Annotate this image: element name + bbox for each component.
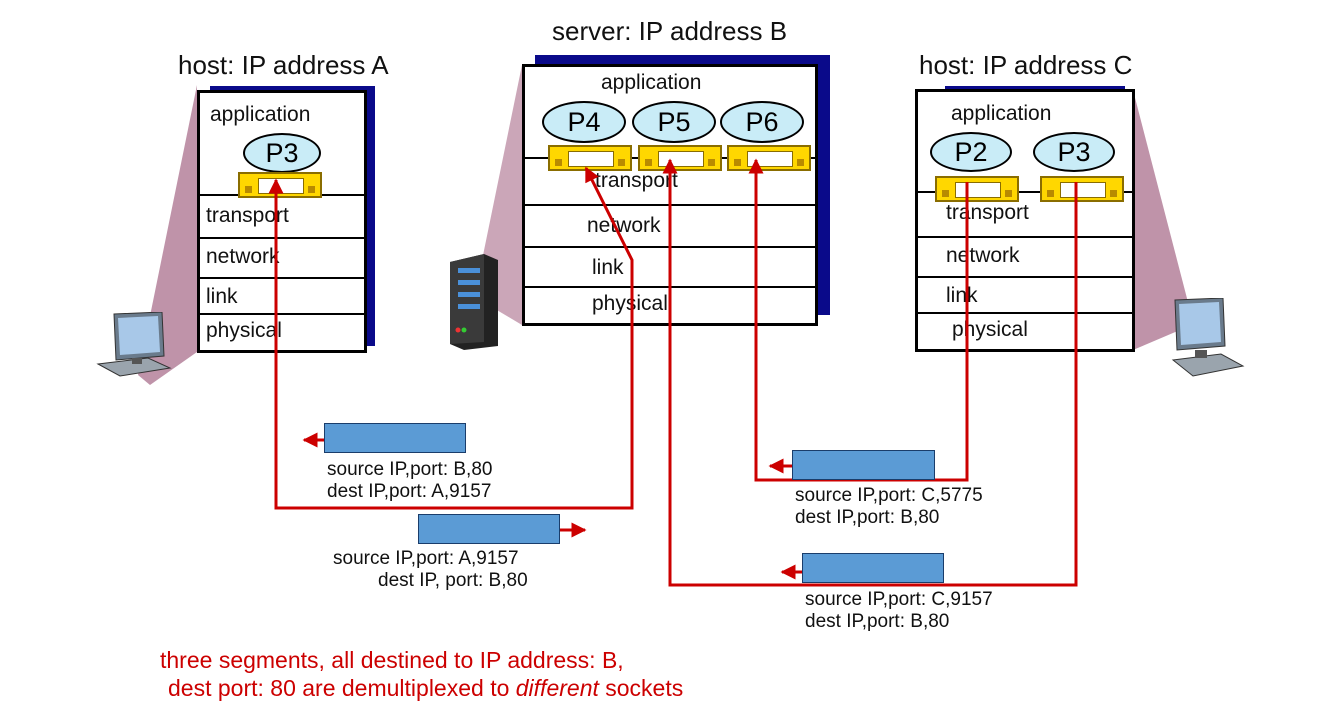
- segment-3-header: source IP,port: C,5775 dest IP,port: B,8…: [795, 485, 983, 529]
- server-b-process-p4: P4: [542, 101, 626, 143]
- host-c-layer-link: link: [918, 276, 1132, 314]
- computer-c-icon: [1171, 298, 1245, 377]
- host-a-layer-physical: physical: [200, 313, 364, 353]
- caption-line-2: dest port: 80 are demultiplexed to diffe…: [160, 674, 683, 702]
- segment-1-header: source IP,port: B,80 dest IP,port: A,915…: [327, 459, 492, 503]
- server-b-process-p5: P5: [632, 101, 716, 143]
- segment-4-header: source IP,port: C,9157 dest IP,port: B,8…: [805, 589, 993, 633]
- segment-2-header: source IP,port: A,9157 dest IP, port: B,…: [333, 548, 528, 592]
- segment-4-dest: dest IP,port: B,80: [805, 611, 950, 632]
- host-a-socket: [238, 172, 322, 198]
- server-b-layer-physical: physical: [525, 286, 815, 326]
- host-a-application-label: application: [210, 103, 311, 126]
- segment-4-box: [802, 553, 944, 583]
- server-b-socket-p5: [638, 145, 722, 171]
- host-a-stack: application P3 transport network link ph…: [197, 90, 367, 353]
- server-b-title: server: IP address B: [552, 16, 788, 46]
- caption: three segments, all destined to IP addre…: [160, 646, 683, 702]
- host-c-socket-p3: [1040, 176, 1124, 202]
- host-c-process-p2: P2: [930, 132, 1012, 172]
- host-c-layer-physical: physical: [918, 312, 1132, 352]
- segment-3-dest: dest IP,port: B,80: [795, 507, 940, 528]
- segment-2-dest: dest IP, port: B,80: [378, 570, 528, 591]
- server-b-process-p6: P6: [720, 101, 804, 143]
- server-icon: [450, 254, 498, 350]
- segment-1-box: [324, 423, 466, 453]
- caption-line-1: three segments, all destined to IP addre…: [160, 647, 624, 673]
- host-a-layer-network: network: [200, 237, 364, 279]
- server-b-socket-p6: [727, 145, 811, 171]
- segment-3-source: source IP,port: C,5775: [795, 485, 983, 506]
- computer-a-icon: [96, 312, 172, 377]
- host-c-process-p3: P3: [1033, 132, 1115, 172]
- segment-2-box: [418, 514, 560, 544]
- host-a-process-p3: P3: [243, 133, 321, 173]
- host-c-application-label: application: [951, 102, 1052, 125]
- server-b-socket-p4: [548, 145, 632, 171]
- host-a-layer-link: link: [200, 277, 364, 315]
- host-c-title: host: IP address C: [919, 50, 1133, 80]
- host-a-layer-transport: transport: [200, 194, 364, 239]
- segment-1-dest: dest IP,port: A,9157: [327, 481, 492, 502]
- host-c-layer-network: network: [918, 236, 1132, 278]
- segment-4-source: source IP,port: C,9157: [805, 589, 993, 610]
- caption-line-2-post: sockets: [598, 675, 684, 701]
- segment-3-box: [792, 450, 935, 480]
- host-a-title: host: IP address A: [178, 50, 389, 80]
- host-c-stack: application P2 P3 transport network link…: [915, 89, 1135, 352]
- segment-1-source: source IP,port: B,80: [327, 459, 493, 480]
- server-b-layer-link: link: [525, 246, 815, 288]
- server-b-application-label: application: [601, 71, 702, 94]
- host-c-socket-p2: [935, 176, 1019, 202]
- caption-line-2-pre: dest port: 80 are demultiplexed to: [168, 675, 516, 701]
- caption-line-2-em: different: [515, 675, 599, 701]
- server-b-layer-network: network: [525, 204, 815, 248]
- server-b-stack: application P4 P5 P6 transport network l…: [522, 64, 818, 326]
- segment-2-source: source IP,port: A,9157: [333, 548, 519, 569]
